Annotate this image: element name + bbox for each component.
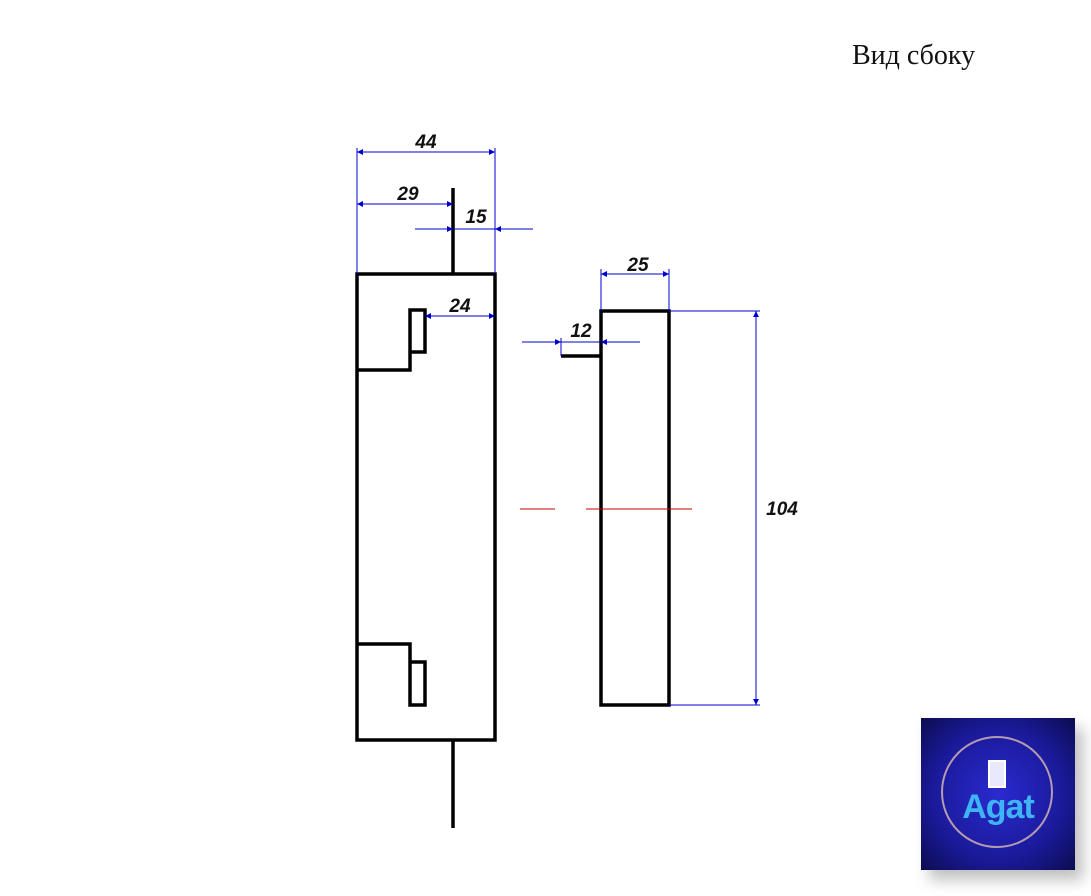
door-icon (988, 760, 1006, 788)
lower-notch (357, 642, 427, 707)
dim-tab-length: 12 (570, 321, 592, 342)
lock-body (355, 188, 497, 828)
dim-overall-width: 44 (414, 132, 437, 153)
dimension-lines (356, 148, 760, 706)
logo-ring (941, 736, 1053, 848)
agat-logo: Agat (921, 718, 1075, 870)
upper-notch (357, 308, 427, 372)
dim-strike-height: 104 (766, 499, 798, 520)
dim-notch-to-edge: 24 (448, 296, 471, 317)
strike-plate (561, 309, 671, 707)
dim-strike-width: 25 (626, 255, 649, 276)
logo-text: Agat (962, 788, 1035, 826)
dim-stem-offset: 29 (396, 184, 419, 205)
dim-stem-to-edge: 15 (465, 207, 487, 228)
view-title: Вид сбоку (852, 40, 976, 71)
